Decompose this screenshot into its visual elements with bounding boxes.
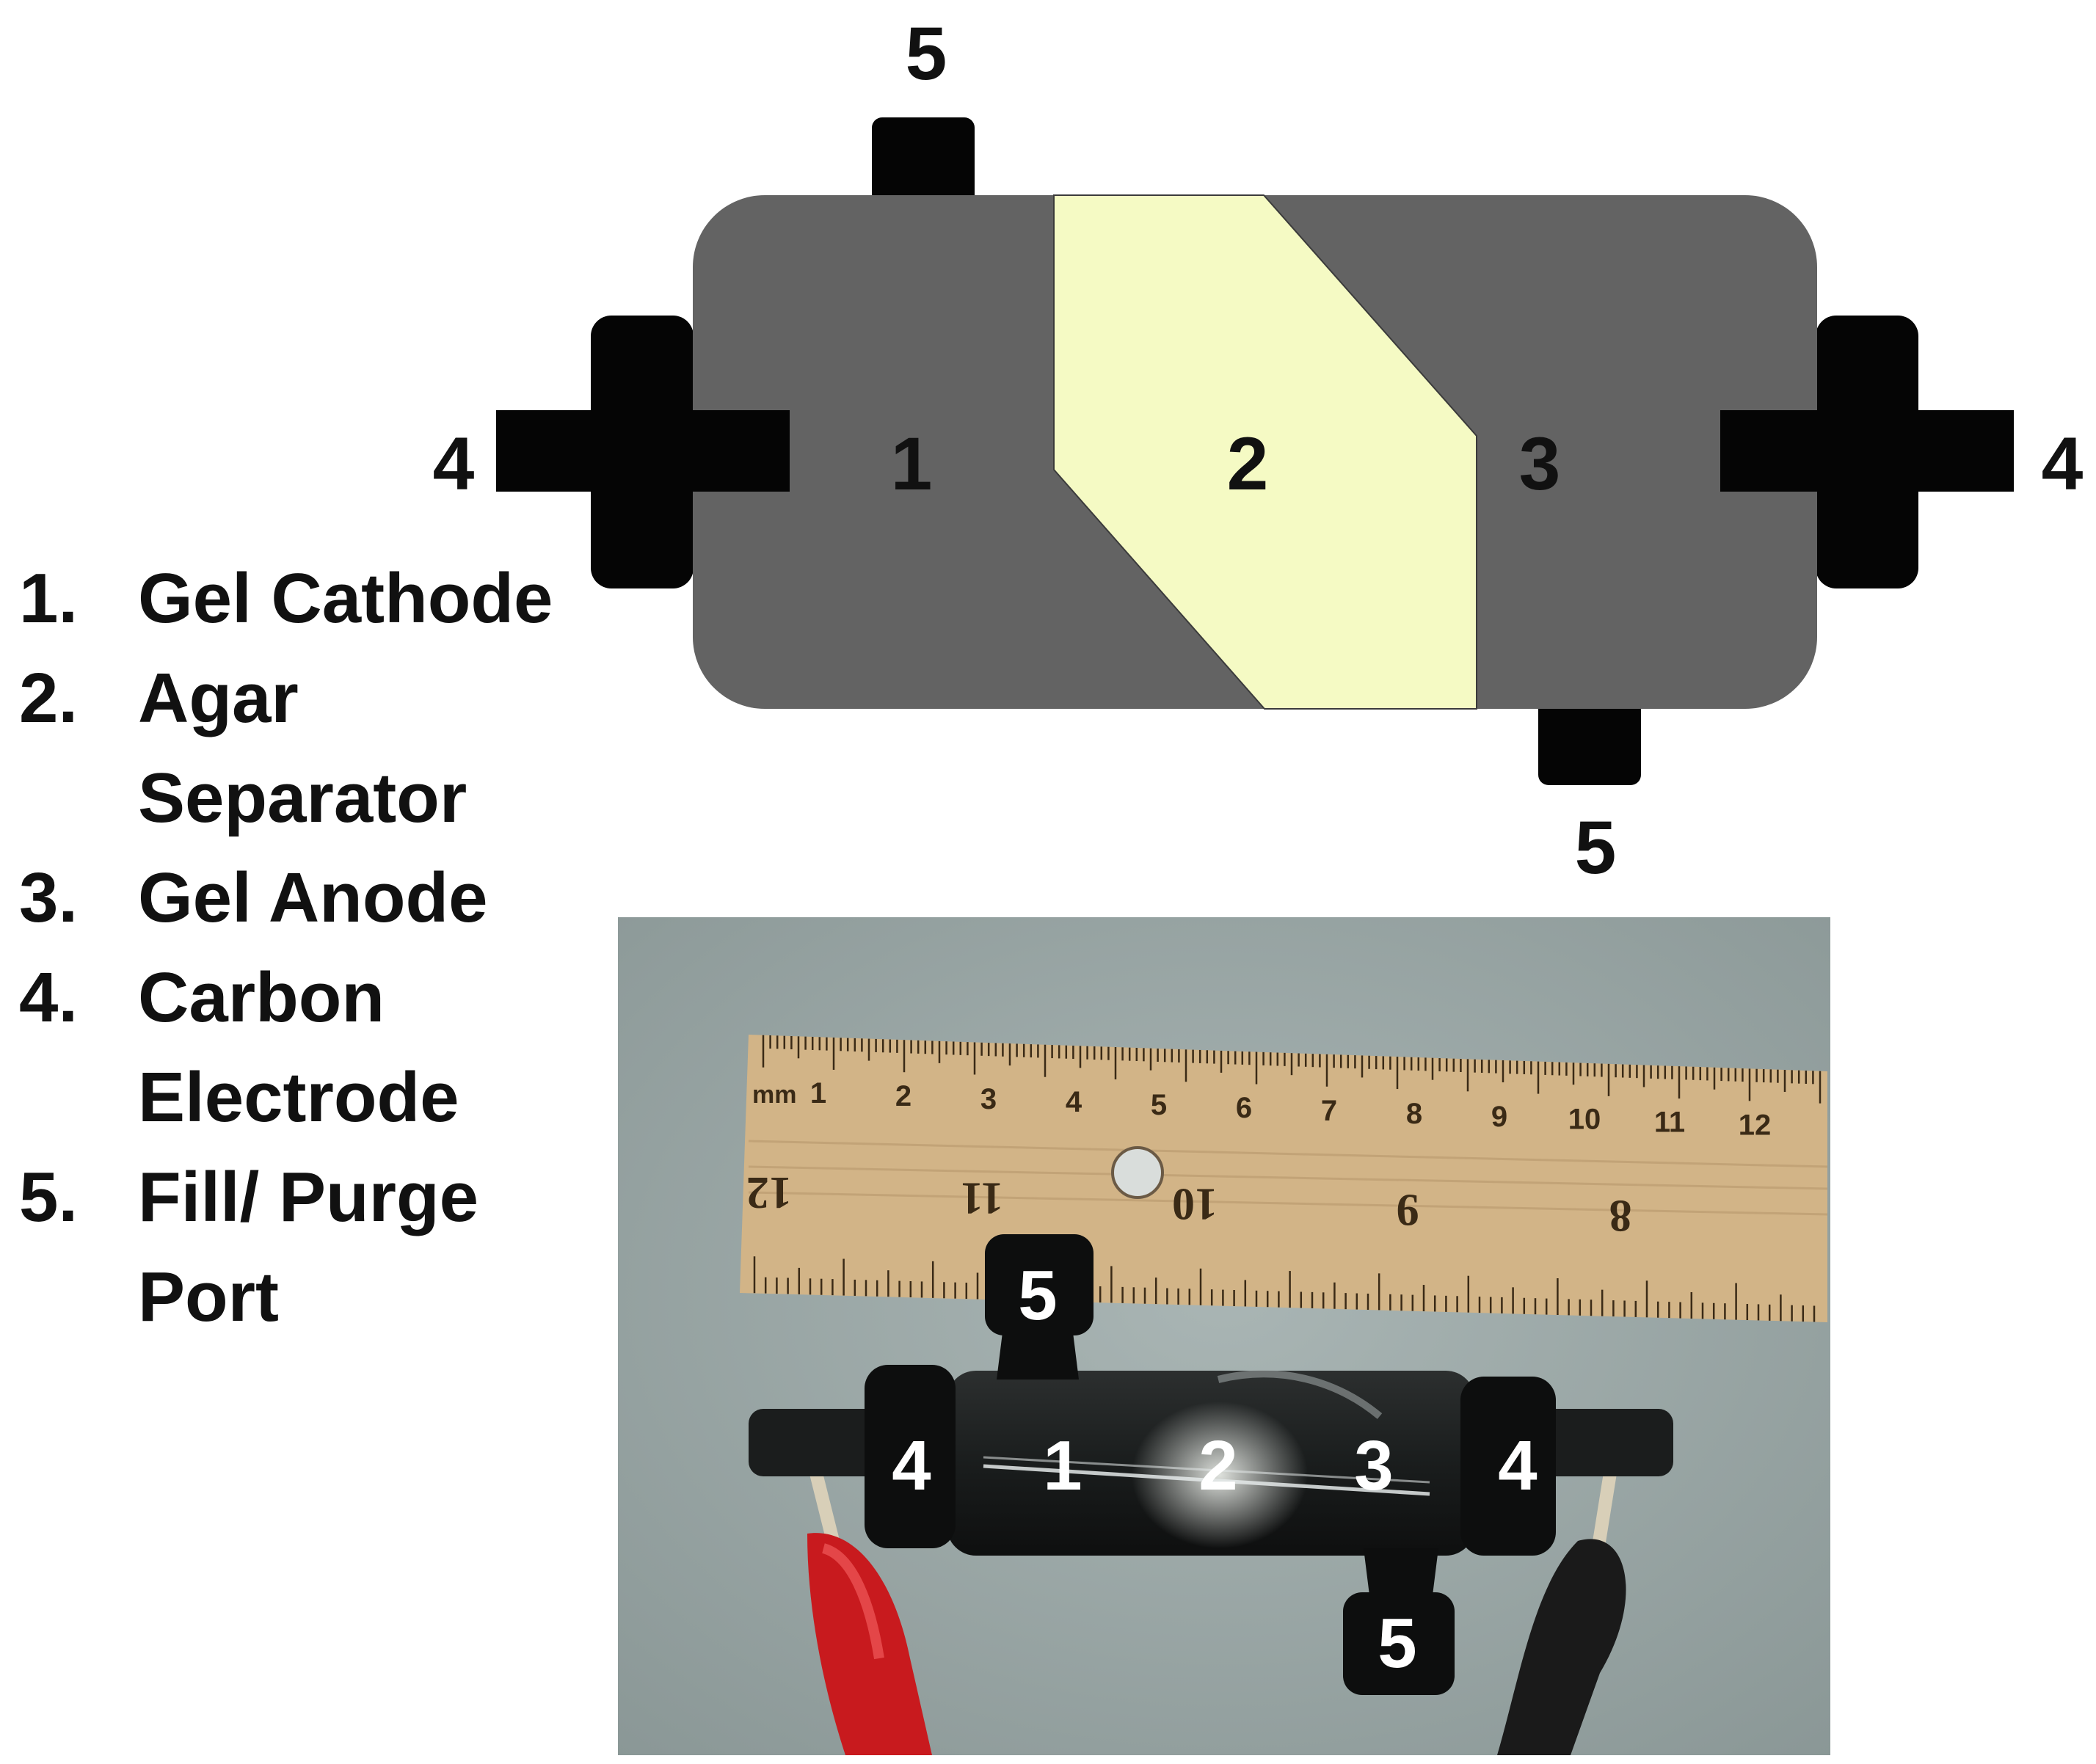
legend-text: Electrode [138, 1058, 459, 1137]
photo-label-port-top: 5 [1018, 1256, 1057, 1335]
label-port-top: 5 [906, 12, 947, 95]
ruler-number: 10 [1172, 1179, 1218, 1229]
ruler-bottom-scale: 12 11 10 9 8 [746, 1167, 1632, 1241]
ruler-number: 6 [1236, 1092, 1252, 1124]
legend-text: Agar [138, 659, 299, 737]
photo-label-electrode-left: 4 [892, 1426, 931, 1505]
ruler-number: 12 [746, 1167, 792, 1217]
cell-schematic: 1 2 3 4 4 5 5 [433, 12, 2084, 889]
legend-number: 2. [19, 659, 79, 737]
ruler-ticks [753, 1035, 1822, 1322]
ruler-number: 2 [895, 1080, 911, 1112]
ruler-grain [748, 1140, 1828, 1216]
ruler-number: 9 [1491, 1101, 1507, 1133]
label-anode: 3 [1519, 422, 1561, 506]
legend-number: 3. [19, 859, 79, 937]
ruler-number: 3 [980, 1083, 997, 1115]
photo-cell [749, 1234, 1673, 1695]
legend-number: 5. [19, 1158, 79, 1236]
legend-item-agar-separator: 2. Agar Separator [19, 649, 606, 848]
ruler-number: 4 [1066, 1086, 1082, 1118]
photo-electrode-cap-left [865, 1365, 956, 1548]
photo-label-cathode: 1 [1043, 1426, 1082, 1505]
legend-text: Gel Cathode [138, 559, 553, 638]
ruler-number: 12 [1739, 1109, 1772, 1142]
legend-item-gel-anode: 3. Gel Anode [19, 848, 606, 948]
photo-tube-reflection-2 [983, 1456, 1430, 1484]
legend-text: Port [138, 1258, 279, 1336]
legend-item-carbon-electrode: 4. Carbon Electrode [19, 948, 606, 1148]
ruler-number: 7 [1321, 1095, 1337, 1127]
ruler-number: 11 [961, 1173, 1004, 1223]
legend-text: Gel Anode [138, 859, 488, 937]
legend-number: 1. [19, 559, 79, 638]
photo-gel-glow [1132, 1402, 1308, 1548]
ruler-unit: mm [752, 1081, 796, 1109]
component-legend: 1. Gel Cathode 2. Agar Separator 3. Gel … [19, 549, 606, 1347]
legend-item-gel-cathode: 1. Gel Cathode [19, 549, 606, 649]
ruler-number: 9 [1397, 1184, 1419, 1234]
photo-label-electrode-right: 4 [1498, 1426, 1537, 1505]
photo-label-anode: 3 [1354, 1426, 1393, 1505]
ruler-hole [1111, 1146, 1164, 1199]
photo-electrode-cap-right [1460, 1377, 1556, 1556]
photo-port-top [985, 1234, 1094, 1335]
legend-number: 4. [19, 958, 79, 1037]
black-alligator-clip [1497, 1457, 1626, 1755]
ruler-number: 8 [1406, 1098, 1422, 1130]
label-electrode-left: 4 [433, 422, 475, 506]
photo-label-separator: 2 [1198, 1426, 1237, 1505]
label-electrode-right: 4 [2042, 422, 2084, 506]
agar-separator [1053, 194, 1477, 710]
carbon-rod-left-inner [693, 410, 790, 492]
label-separator: 2 [1227, 422, 1269, 506]
carbon-rod-right-inner [1720, 410, 1817, 492]
legend-text: Carbon [138, 958, 385, 1037]
photo-tube-highlight [1217, 1370, 1383, 1419]
ruler-number: 11 [1654, 1107, 1685, 1139]
legend-text: Separator [138, 759, 467, 837]
ruler-number: 5 [1151, 1089, 1167, 1121]
ruler-number: 1 [810, 1077, 826, 1109]
photo-tube-reflection [983, 1464, 1430, 1496]
photo-port-bottom [1343, 1592, 1455, 1695]
photo-label-port-bottom: 5 [1378, 1604, 1416, 1683]
legend-item-fill-purge-port: 5. Fill/ Purge Port [19, 1148, 606, 1347]
ruler-number: 10 [1568, 1104, 1601, 1136]
label-cathode: 1 [891, 422, 933, 506]
label-port-bottom: 5 [1575, 806, 1617, 889]
ruler-number: 8 [1609, 1190, 1632, 1240]
legend-text: Fill/ Purge [138, 1158, 479, 1236]
